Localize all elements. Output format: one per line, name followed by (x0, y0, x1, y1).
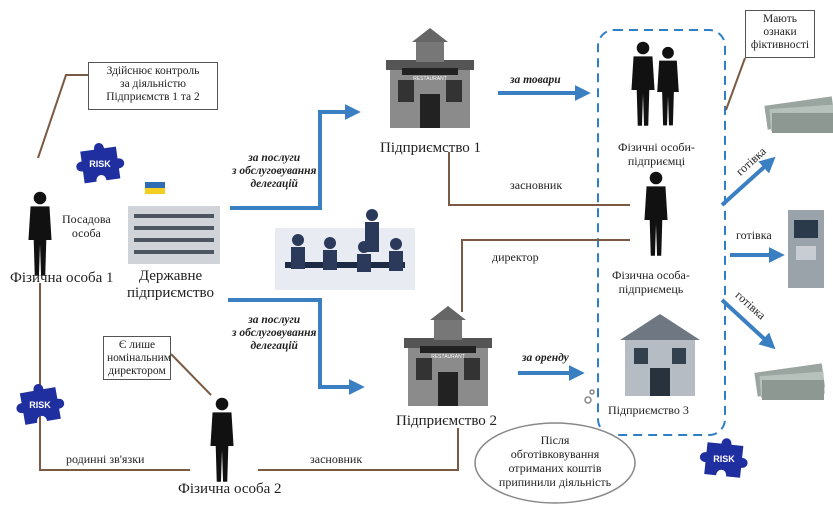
rent-label: за оренду (522, 352, 569, 364)
cash-arrow-bottom (720, 298, 776, 350)
services-top-label: за послуги з обслуговування делегацій (232, 152, 317, 190)
services-bottom-label: за послуги з обслуговування делегацій (232, 314, 317, 352)
founder-bottom-line (258, 428, 459, 471)
founder-top-label: засновник (510, 178, 563, 192)
entrepreneurs-figures (631, 41, 679, 126)
risk-label-left: RISK (29, 400, 51, 410)
shop-sign-2: RESTAURANT (431, 354, 465, 360)
person1-figure (28, 191, 52, 276)
risk-label-top: RISK (89, 159, 111, 169)
fictitious-pointer (725, 57, 746, 111)
cash-middle-label: готівка (736, 228, 772, 242)
enterprise3-building (620, 314, 700, 396)
entrepreneur-figure (644, 171, 668, 256)
payment-arrow-enterprise2 (228, 298, 365, 395)
person1-label: Фізична особа 1 (10, 270, 114, 286)
enterprise3-label: Підприємство 3 (608, 403, 689, 417)
risk-label-bottom: RISK (713, 454, 735, 464)
control-note: Здійснює контроль за діяльністю Підприєм… (88, 62, 218, 110)
meeting-image (275, 209, 415, 290)
entrepreneur-label: Фізична особа- підприємець (612, 268, 690, 296)
person2-figure (210, 397, 234, 482)
state-enterprise-label: Державне підприємство (127, 268, 215, 301)
person2-label: Фізична особа 2 (178, 481, 282, 497)
shop-sign-1: RESTAURANT (413, 76, 447, 82)
nominal-director-note: Є лише номінальним директором (103, 336, 171, 380)
dashed-group-frame (597, 29, 726, 436)
ceased-note: Після обготівковування отриманих коштів … (498, 433, 612, 489)
control-link-line (37, 74, 88, 159)
cash-arrow-top (720, 156, 776, 207)
cash-stack-top (764, 96, 833, 133)
state-enterprise-building (128, 182, 220, 264)
ceased-cloud-shape (474, 389, 636, 504)
founder-top-line (448, 152, 630, 206)
official-label: Посадова особа (62, 212, 111, 240)
enterprise2-label: Підприємство 2 (396, 413, 498, 429)
family-link-line (39, 283, 190, 471)
goods-label: за товари (510, 74, 561, 86)
nominal-director-pointer (170, 353, 212, 396)
founder-bottom-label: засновник (310, 452, 363, 466)
payment-arrow-enterprise1 (230, 104, 361, 210)
cash-stack-bottom (754, 363, 826, 400)
fictitious-note: Мають ознаки фіктивності (745, 10, 815, 58)
entrepreneurs-label: Фізичні особи- підприємці (618, 140, 695, 168)
director-label: директор (492, 250, 539, 264)
family-label: родинні зв'язки (66, 452, 145, 466)
enterprise1-label: Підприємство 1 (380, 140, 482, 156)
director-line (461, 239, 630, 312)
atm-image (788, 210, 824, 288)
